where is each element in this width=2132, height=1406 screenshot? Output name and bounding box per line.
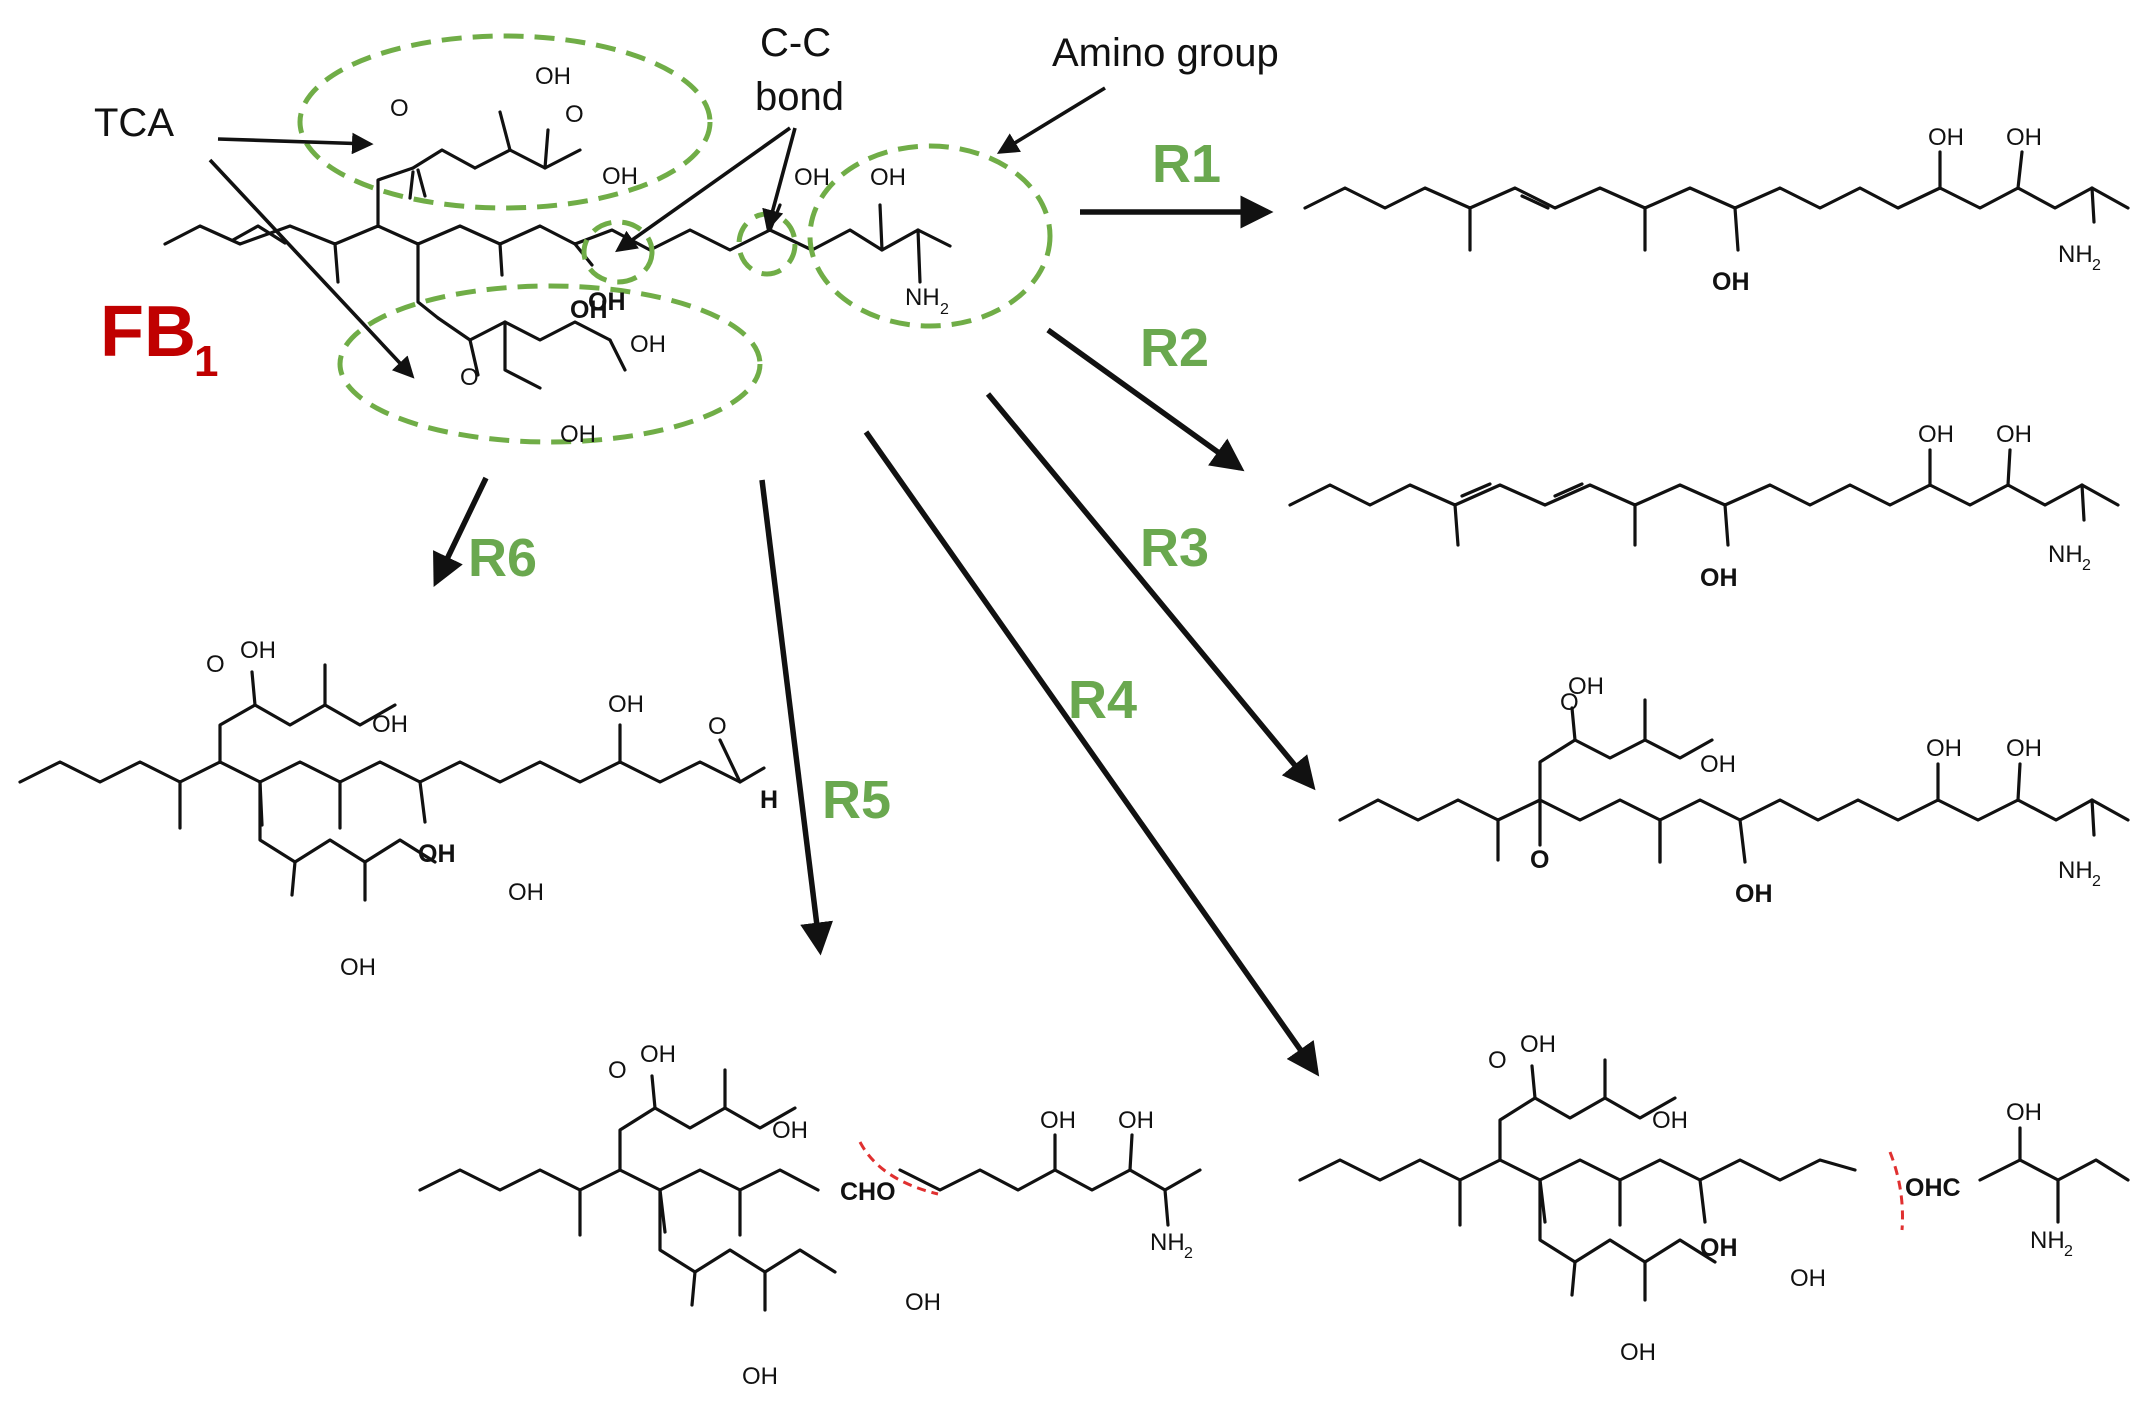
cc-bond-ellipse-2	[736, 211, 798, 277]
atom-label: OH	[560, 421, 596, 448]
atom-label: OH	[2006, 1099, 2042, 1126]
amino-group-label: Amino group	[1052, 31, 1279, 75]
atom-label: NH	[1150, 1229, 1185, 1256]
atom-label: OH	[794, 164, 830, 191]
compound-name: FB	[100, 292, 196, 372]
atom-label: OH	[1735, 880, 1773, 908]
atom-label: OH	[418, 840, 456, 868]
cleavage-mark	[858, 1141, 939, 1196]
atom-label: O	[1530, 846, 1549, 874]
atom-label: O	[565, 101, 584, 128]
atom-label: O	[390, 95, 409, 122]
atom-label: OH	[1996, 421, 2032, 448]
cleavage-mark	[1888, 1151, 1904, 1231]
atom-label: OH	[1926, 735, 1962, 762]
atom-label: NH	[2058, 857, 2093, 884]
highlight-ellipses	[297, 33, 1053, 445]
atom-label: OH	[640, 1041, 676, 1068]
atom-label: H	[760, 786, 778, 814]
arrow-r5	[759, 479, 834, 956]
r3-product-structure	[1338, 698, 2130, 864]
atom-label: OH	[2006, 735, 2042, 762]
cc-bond-ellipse-1	[581, 219, 655, 285]
atom-label: OH	[588, 288, 626, 316]
atom-label: NH	[2030, 1227, 2065, 1254]
atom-subscript: 2	[2064, 1243, 2073, 1260]
atom-label: OH	[1700, 751, 1736, 778]
atom-label: O	[1488, 1047, 1507, 1074]
cc-bond-label-line2: bond	[755, 75, 844, 119]
r1-product-structure	[1303, 150, 2130, 252]
atom-label: OH	[508, 879, 544, 906]
atom-label: OH	[1040, 1107, 1076, 1134]
tca-label: TCA	[94, 101, 174, 145]
atom-label: OH	[240, 637, 276, 664]
atom-label: OH	[772, 1117, 808, 1144]
tca-upper-ellipse	[297, 33, 713, 211]
atom-label: OH	[340, 954, 376, 981]
arrow-r4	[863, 430, 1320, 1077]
fb1-structure	[163, 110, 952, 390]
atom-label: OH	[372, 711, 408, 738]
atom-subscript: 2	[1184, 1245, 1193, 1262]
atom-label: OH	[1520, 1031, 1556, 1058]
atom-label: OH	[1928, 124, 1964, 151]
atom-label: OH	[1620, 1339, 1656, 1366]
r4-product-structure	[1298, 1058, 2130, 1302]
atom-label: OHC	[1905, 1174, 1961, 1202]
atom-label: NH	[905, 284, 940, 311]
atom-label: NH	[2048, 541, 2083, 568]
r2-product-structure	[1288, 448, 2120, 547]
atom-subscript: 2	[2092, 257, 2101, 274]
atom-label: OH	[1700, 564, 1738, 592]
reaction-arrows	[433, 195, 1320, 1077]
atom-label: OH	[1700, 1234, 1738, 1262]
atom-label: OH	[1118, 1107, 1154, 1134]
r5-product-structure	[418, 1068, 1202, 1312]
atom-label: OH	[535, 63, 571, 90]
compound-subscript: 1	[194, 337, 218, 386]
atom-subscript: 2	[2092, 873, 2101, 890]
cc-bond-label-line1: C-C	[760, 21, 831, 65]
atom-label: O	[708, 713, 727, 740]
atom-label: OH	[1712, 268, 1750, 296]
annotation-callouts	[208, 86, 1106, 379]
atom-label: CHO	[840, 1178, 896, 1206]
reaction-label-r1: R1	[1152, 134, 1221, 194]
tca-lower-ellipse	[337, 283, 763, 445]
atom-label: OH	[630, 331, 666, 358]
reaction-label-r6: R6	[468, 528, 537, 588]
atom-label: OH	[1652, 1107, 1688, 1134]
arrow-r6	[433, 476, 489, 587]
atom-label: OH	[602, 163, 638, 190]
reaction-label-r3: R3	[1140, 518, 1209, 578]
reaction-label-r4: R4	[1068, 670, 1137, 730]
arrow-r3	[985, 392, 1316, 791]
atom-subscript: 2	[2082, 557, 2091, 574]
reaction-label-r2: R2	[1140, 318, 1209, 378]
atom-label: OH	[742, 1363, 778, 1390]
atom-label: OH	[2006, 124, 2042, 151]
atom-label: O	[608, 1057, 627, 1084]
atom-label: OH	[1790, 1265, 1826, 1292]
amino-group-ellipse	[807, 143, 1053, 329]
atom-label: OH	[570, 296, 608, 324]
atom-label: OH	[1568, 673, 1604, 700]
r6-product-structure	[18, 663, 766, 902]
atom-label: O	[460, 364, 479, 391]
reaction-label-r5: R5	[822, 770, 891, 830]
arrow-r2	[1046, 327, 1245, 472]
atom-subscript: 2	[940, 301, 949, 318]
atom-label: NH	[2058, 241, 2093, 268]
atom-label: OH	[1918, 421, 1954, 448]
atom-label: O	[206, 651, 225, 678]
atom-label: O	[1560, 689, 1579, 716]
atom-label: OH	[870, 164, 906, 191]
atom-label: OH	[608, 691, 644, 718]
atom-label: OH	[905, 1289, 941, 1316]
